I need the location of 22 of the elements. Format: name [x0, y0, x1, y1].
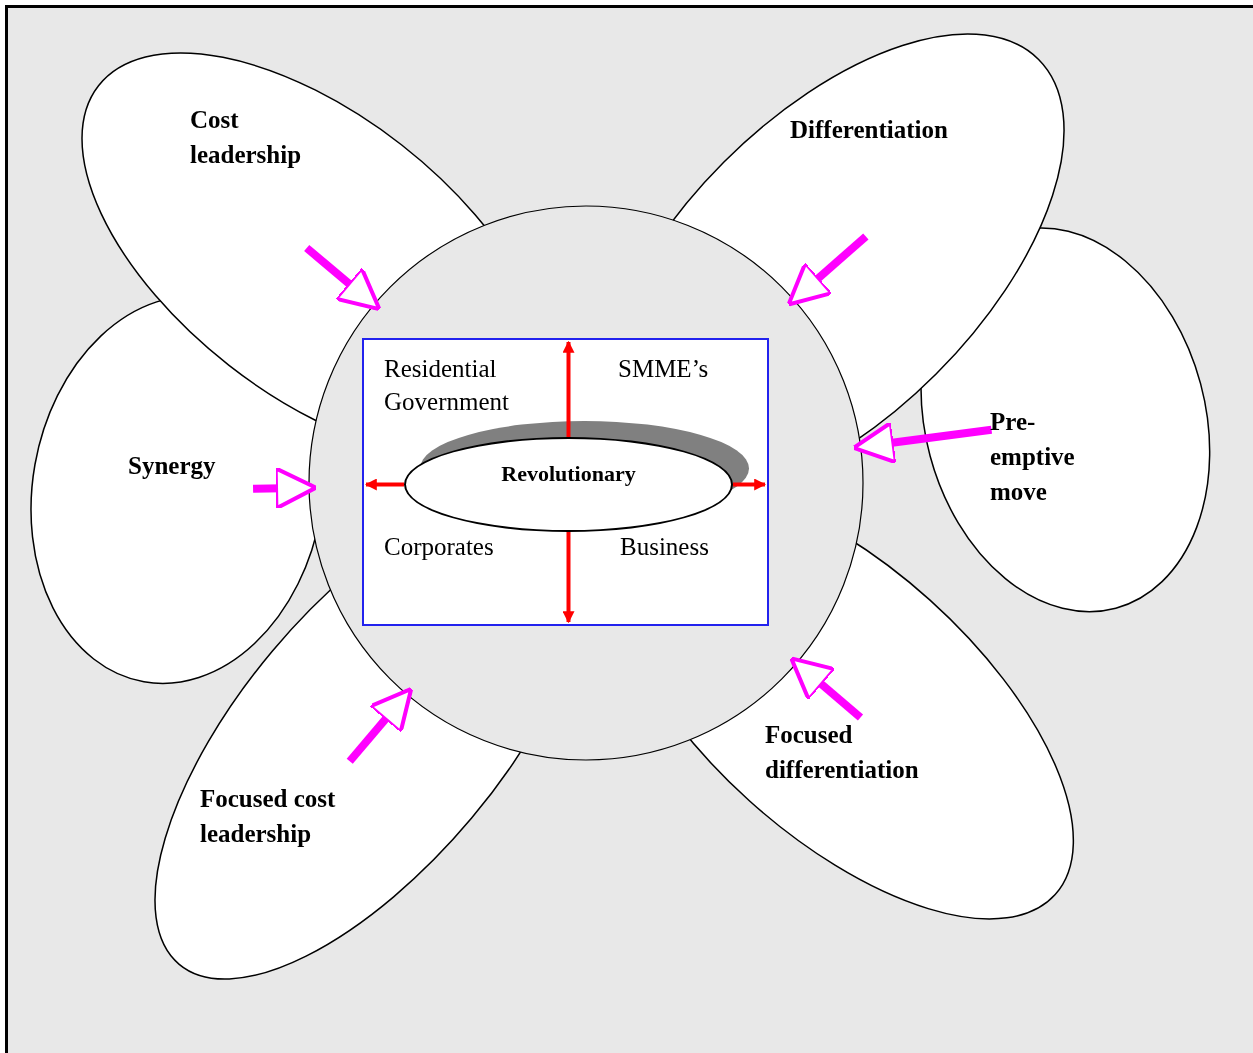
- arrow: [364, 478, 404, 491]
- arrow: [562, 532, 575, 624]
- arrow: [786, 233, 869, 307]
- arrow: [851, 420, 993, 465]
- petal-label: Differentiation: [790, 115, 949, 145]
- quadrant-label: Corporates: [384, 532, 494, 562]
- petal-label: Synergy: [128, 451, 217, 481]
- quadrant-label: Business: [620, 532, 709, 562]
- petal-label: Pre- emptive move: [990, 407, 1076, 507]
- center-label: Revolutionary: [500, 461, 637, 487]
- arrow: [733, 478, 767, 491]
- arrow: [304, 244, 382, 312]
- quadrant-label: SMME’s: [618, 354, 709, 384]
- quadrant-panel: [362, 338, 769, 626]
- arrow: [562, 340, 575, 437]
- arrow: [789, 656, 864, 721]
- arrow: [253, 466, 319, 511]
- petal-label: Focused cost leadership: [200, 784, 337, 849]
- quadrant-label: Residential Government: [384, 354, 510, 417]
- arrow: [346, 686, 414, 764]
- petal-label: Cost leadership: [190, 105, 303, 170]
- petal-label: Focused differentiation: [765, 720, 920, 785]
